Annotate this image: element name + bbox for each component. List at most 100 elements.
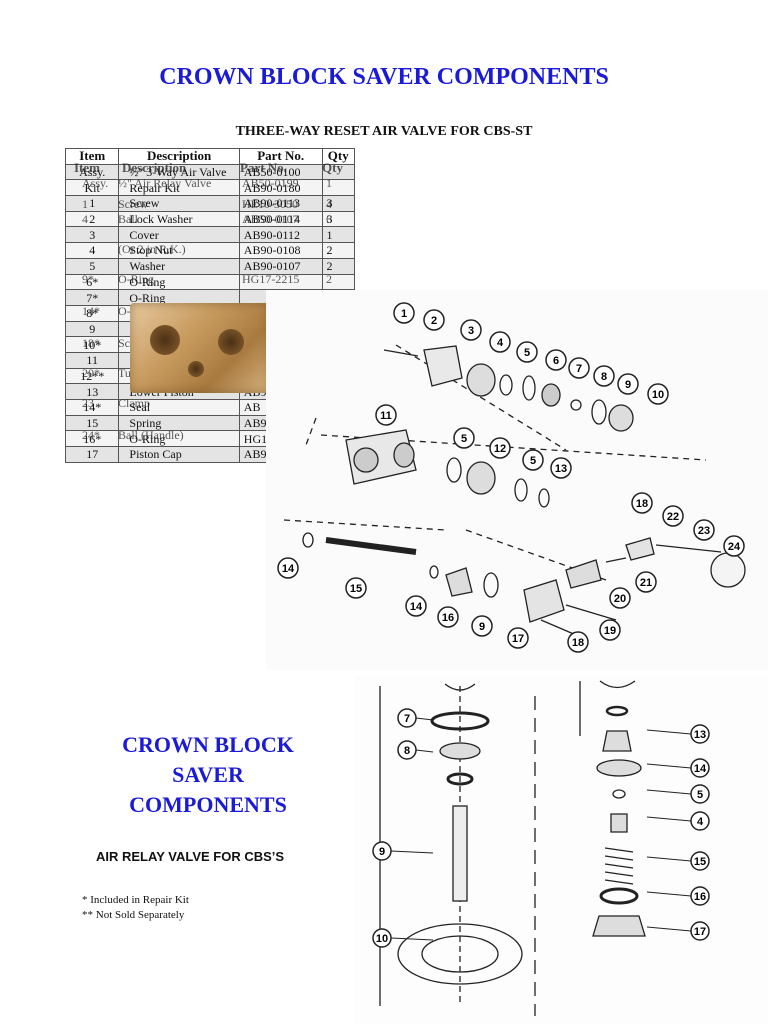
ghost-part: AB50-0199 bbox=[242, 176, 299, 190]
callout-3: 3 bbox=[460, 319, 482, 341]
table-row: 6*O-Ring bbox=[64, 273, 356, 291]
callout-9: 9 bbox=[372, 841, 392, 861]
svg-text:5: 5 bbox=[697, 789, 703, 801]
callout-7: 7 bbox=[397, 708, 417, 728]
cell-item: 7* bbox=[64, 289, 120, 306]
svg-text:7: 7 bbox=[576, 363, 582, 375]
callout-10: 10 bbox=[372, 928, 392, 948]
header-part-no: Part No. bbox=[238, 148, 323, 165]
ghost-qty: 2 bbox=[326, 272, 332, 286]
svg-text:16: 16 bbox=[694, 891, 706, 903]
callout-14: 14 bbox=[405, 595, 427, 617]
svg-text:11: 11 bbox=[380, 410, 392, 422]
svg-text:22: 22 bbox=[667, 511, 679, 523]
cell-qty: 3 bbox=[321, 195, 356, 212]
header-description: Description bbox=[118, 148, 240, 165]
cell-item: 9 bbox=[64, 320, 120, 338]
cell-desc: O-Ring bbox=[118, 273, 240, 291]
ghost-header: Part No. bbox=[240, 160, 287, 175]
ghost-desc: O-Ring bbox=[118, 272, 154, 286]
svg-text:17: 17 bbox=[512, 633, 524, 645]
relay-valve-title: CROWN BLOCK SAVER COMPONENTS bbox=[90, 730, 326, 820]
relay-title-line-3: COMPONENTS bbox=[129, 792, 287, 817]
ghost-item: 23 bbox=[82, 396, 94, 410]
cell-item: 4 bbox=[64, 242, 120, 259]
ghost-item: 1 bbox=[82, 197, 88, 211]
cell-part: AB50-0100 bbox=[238, 163, 323, 181]
svg-text:10: 10 bbox=[376, 933, 388, 945]
callout-14: 14 bbox=[277, 557, 299, 579]
cell-item: 17 bbox=[64, 446, 120, 463]
cell-desc: Seal bbox=[118, 399, 240, 416]
callout-9: 9 bbox=[471, 615, 493, 637]
cell-qty: 1 bbox=[321, 226, 356, 244]
svg-text:12: 12 bbox=[494, 443, 506, 455]
footnote-not-sold: ** Not Sold Separately bbox=[82, 909, 185, 921]
header-item: Item bbox=[64, 148, 120, 165]
cell-part: AB90-0112 bbox=[238, 226, 323, 244]
callout-17: 17 bbox=[507, 627, 529, 649]
page-title: CROWN BLOCK SAVER COMPONENTS bbox=[159, 64, 609, 90]
ghost-item: 14* bbox=[82, 304, 100, 318]
relay-title-line-1: CROWN BLOCK bbox=[122, 732, 294, 757]
cell-desc: O-Ring bbox=[118, 430, 240, 448]
cell-part: AB90-0108 bbox=[238, 242, 323, 259]
svg-text:18: 18 bbox=[636, 498, 648, 510]
cell-item: 2 bbox=[64, 210, 120, 228]
cell-item: 15 bbox=[64, 414, 120, 432]
svg-text:20: 20 bbox=[614, 593, 626, 605]
ghost-item: Assy. bbox=[82, 176, 109, 190]
svg-text:3: 3 bbox=[468, 325, 474, 337]
callout-19: 19 bbox=[599, 619, 621, 641]
svg-text:19: 19 bbox=[604, 625, 616, 637]
callout-13: 13 bbox=[690, 724, 710, 744]
callout-13: 13 bbox=[550, 457, 572, 479]
svg-text:17: 17 bbox=[694, 926, 706, 938]
ghost-part: HE10-3050 bbox=[242, 197, 298, 211]
ghost-item: 18* bbox=[82, 336, 100, 350]
callout-15: 15 bbox=[690, 851, 710, 871]
cell-part: AB90-0114 bbox=[238, 210, 323, 228]
cell-item: 3 bbox=[64, 226, 120, 244]
callout-24: 24 bbox=[723, 535, 745, 557]
svg-text:16: 16 bbox=[442, 612, 454, 624]
ghost-desc: Ball bbox=[118, 212, 138, 226]
cell-part: AB90-0107 bbox=[238, 257, 323, 275]
svg-text:5: 5 bbox=[461, 433, 467, 445]
svg-text:4: 4 bbox=[497, 337, 504, 349]
cell-qty: 2 bbox=[321, 242, 356, 259]
ghost-qty: 4 bbox=[326, 197, 332, 211]
ghost-part: HG17-2215 bbox=[242, 272, 300, 286]
callout-20: 20 bbox=[609, 587, 631, 609]
svg-text:9: 9 bbox=[379, 846, 385, 858]
cell-item: 11 bbox=[64, 351, 120, 369]
svg-text:7: 7 bbox=[404, 713, 410, 725]
ghost-desc: ½" Air Relay Valve bbox=[118, 176, 212, 190]
cell-desc: ½" 3-Way Air Valve bbox=[118, 163, 240, 181]
callout-9: 9 bbox=[617, 373, 639, 395]
ghost-part: AB50-0107 bbox=[242, 212, 299, 226]
ghost-item: 9* bbox=[82, 272, 94, 286]
svg-text:5: 5 bbox=[530, 455, 536, 467]
svg-text:13: 13 bbox=[555, 463, 567, 475]
callout-4: 4 bbox=[489, 331, 511, 353]
table-header-row: Item Description Part No. Qty bbox=[64, 148, 356, 165]
cell-qty bbox=[321, 273, 356, 291]
ghost-qty: 1 bbox=[326, 176, 332, 190]
callout-23: 23 bbox=[693, 519, 715, 541]
cell-desc: Screw bbox=[118, 195, 240, 212]
cell-item: 6* bbox=[64, 273, 120, 291]
ghost-desc: Clamp bbox=[118, 396, 150, 410]
cell-item: Kit bbox=[64, 179, 120, 197]
callout-22: 22 bbox=[662, 505, 684, 527]
cell-item: 5 bbox=[64, 257, 120, 275]
callout-5: 5 bbox=[516, 341, 538, 363]
svg-text:13: 13 bbox=[694, 729, 706, 741]
svg-text:14: 14 bbox=[282, 563, 295, 575]
ghost-header: Description bbox=[122, 160, 187, 175]
